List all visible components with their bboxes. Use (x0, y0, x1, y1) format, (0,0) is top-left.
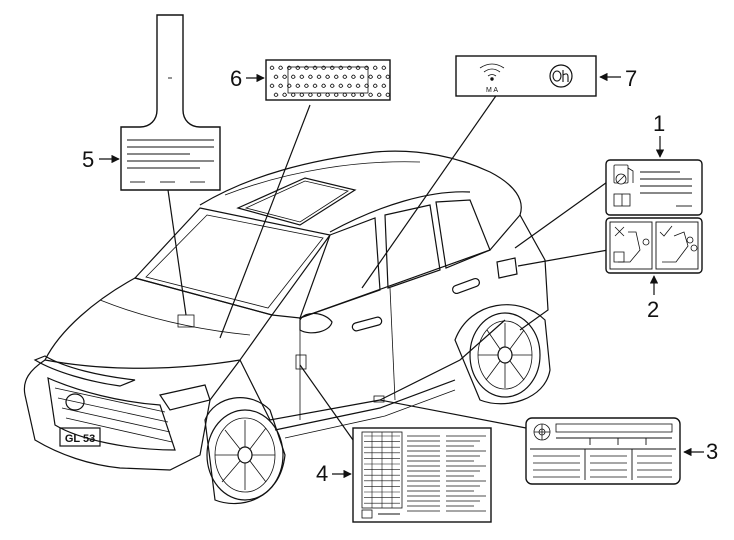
book-icon (613, 193, 631, 207)
callout-5: 5 (82, 147, 120, 172)
label-1-fuel (605, 159, 703, 216)
correct-check-icon (659, 225, 673, 237)
label-4-grid (364, 432, 400, 508)
callout-6: 6 (230, 66, 265, 91)
leader-lines (167, 89, 611, 441)
label-3-table-lines (533, 455, 672, 478)
callout-number-4: 4 (316, 461, 328, 486)
callout-number-1: 1 (653, 111, 665, 136)
wifi-icon (479, 63, 505, 81)
label-6-strip (265, 59, 391, 101)
label-2-fueling (605, 217, 703, 274)
callout-7: 7 (599, 66, 637, 91)
callout-number-7: 7 (625, 66, 637, 91)
label-5-text-lines (127, 139, 214, 183)
wrong-x-icon (614, 226, 625, 237)
callout-2: 2 (647, 275, 659, 322)
callout-number-3: 3 (706, 439, 718, 464)
callout-1: 1 (653, 111, 665, 158)
license-plate-text: GL 53 (65, 433, 95, 445)
callout-4: 4 (316, 461, 352, 486)
callout-number-5: 5 (82, 147, 94, 172)
label-4-info (352, 427, 492, 523)
fuel-nozzle-icons (613, 231, 698, 263)
onstar-logo-icon (549, 64, 573, 88)
fuel-pump-icon (613, 164, 634, 185)
label-7-text: M A (486, 87, 498, 94)
callout-number-2: 2 (647, 297, 659, 322)
callout-number-6: 6 (230, 66, 242, 91)
label-5-tag (120, 14, 221, 191)
label-6-pattern (269, 65, 391, 97)
tire-icon (533, 423, 551, 441)
label-7: M A (455, 55, 597, 97)
label-4-text-lines (407, 435, 486, 512)
callout-3: 3 (683, 439, 718, 464)
label-3-tire-info (525, 417, 681, 485)
